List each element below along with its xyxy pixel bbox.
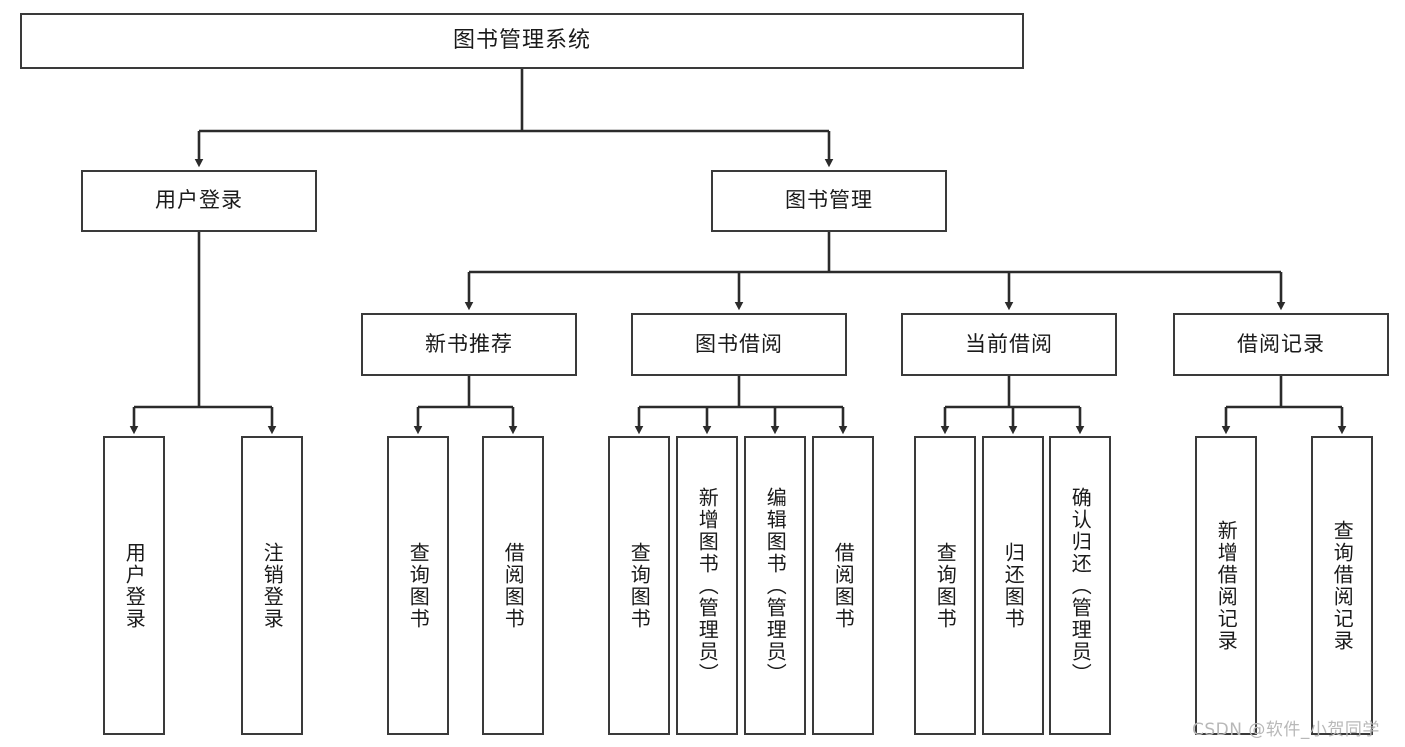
node-label: 查询图书 [406, 541, 431, 630]
node-label: 新增图书（管理员） [695, 486, 720, 685]
node-label: 用户登录 [155, 188, 243, 213]
node-book-borrow[interactable]: 图书借阅 [631, 313, 847, 376]
node-label: 查询图书 [627, 541, 652, 630]
leaf-record-query-record[interactable]: 查询借阅记录 [1311, 436, 1373, 735]
leaf-borrow-add-book-admin[interactable]: 新增图书（管理员） [676, 436, 738, 735]
leaf-new-book-borrow[interactable]: 借阅图书 [482, 436, 544, 735]
node-label: 当前借阅 [965, 331, 1053, 356]
leaf-current-confirm-return-admin[interactable]: 确认归还（管理员） [1049, 436, 1111, 735]
node-label: 归还图书 [1001, 541, 1026, 630]
node-label: 图书借阅 [695, 331, 783, 356]
node-borrow-record[interactable]: 借阅记录 [1173, 313, 1389, 376]
node-label: 查询图书 [933, 541, 958, 630]
leaf-current-return-book[interactable]: 归还图书 [982, 436, 1044, 735]
leaf-user-login-login[interactable]: 用户登录 [103, 436, 165, 735]
node-new-book-recommend[interactable]: 新书推荐 [361, 313, 577, 376]
leaf-current-query-book[interactable]: 查询图书 [914, 436, 976, 735]
node-label: 借阅图书 [831, 541, 856, 630]
node-label: 确认归还（管理员） [1068, 486, 1093, 685]
leaf-record-add-record[interactable]: 新增借阅记录 [1195, 436, 1257, 735]
node-label: 借阅图书 [501, 541, 526, 630]
node-label: 新增借阅记录 [1214, 519, 1239, 652]
leaf-new-book-query[interactable]: 查询图书 [387, 436, 449, 735]
node-label: 编辑图书（管理员） [763, 486, 788, 685]
leaf-borrow-borrow-book[interactable]: 借阅图书 [812, 436, 874, 735]
node-user-login[interactable]: 用户登录 [81, 170, 317, 232]
leaf-borrow-edit-book-admin[interactable]: 编辑图书（管理员） [744, 436, 806, 735]
node-label: 图书管理系统 [452, 27, 591, 53]
node-root-book-management-system[interactable]: 图书管理系统 [20, 13, 1024, 69]
node-label: 查询借阅记录 [1330, 519, 1355, 652]
node-label: 借阅记录 [1237, 331, 1325, 356]
watermark-text: CSDN @软件_小贺同学 [1192, 720, 1380, 740]
node-label: 用户登录 [122, 541, 147, 630]
node-label: 新书推荐 [425, 331, 513, 356]
leaf-borrow-query-book[interactable]: 查询图书 [608, 436, 670, 735]
node-current-borrow[interactable]: 当前借阅 [901, 313, 1117, 376]
leaf-user-login-logout[interactable]: 注销登录 [241, 436, 303, 735]
node-label: 图书管理 [785, 188, 873, 213]
node-book-management[interactable]: 图书管理 [711, 170, 947, 232]
node-label: 注销登录 [260, 541, 285, 630]
